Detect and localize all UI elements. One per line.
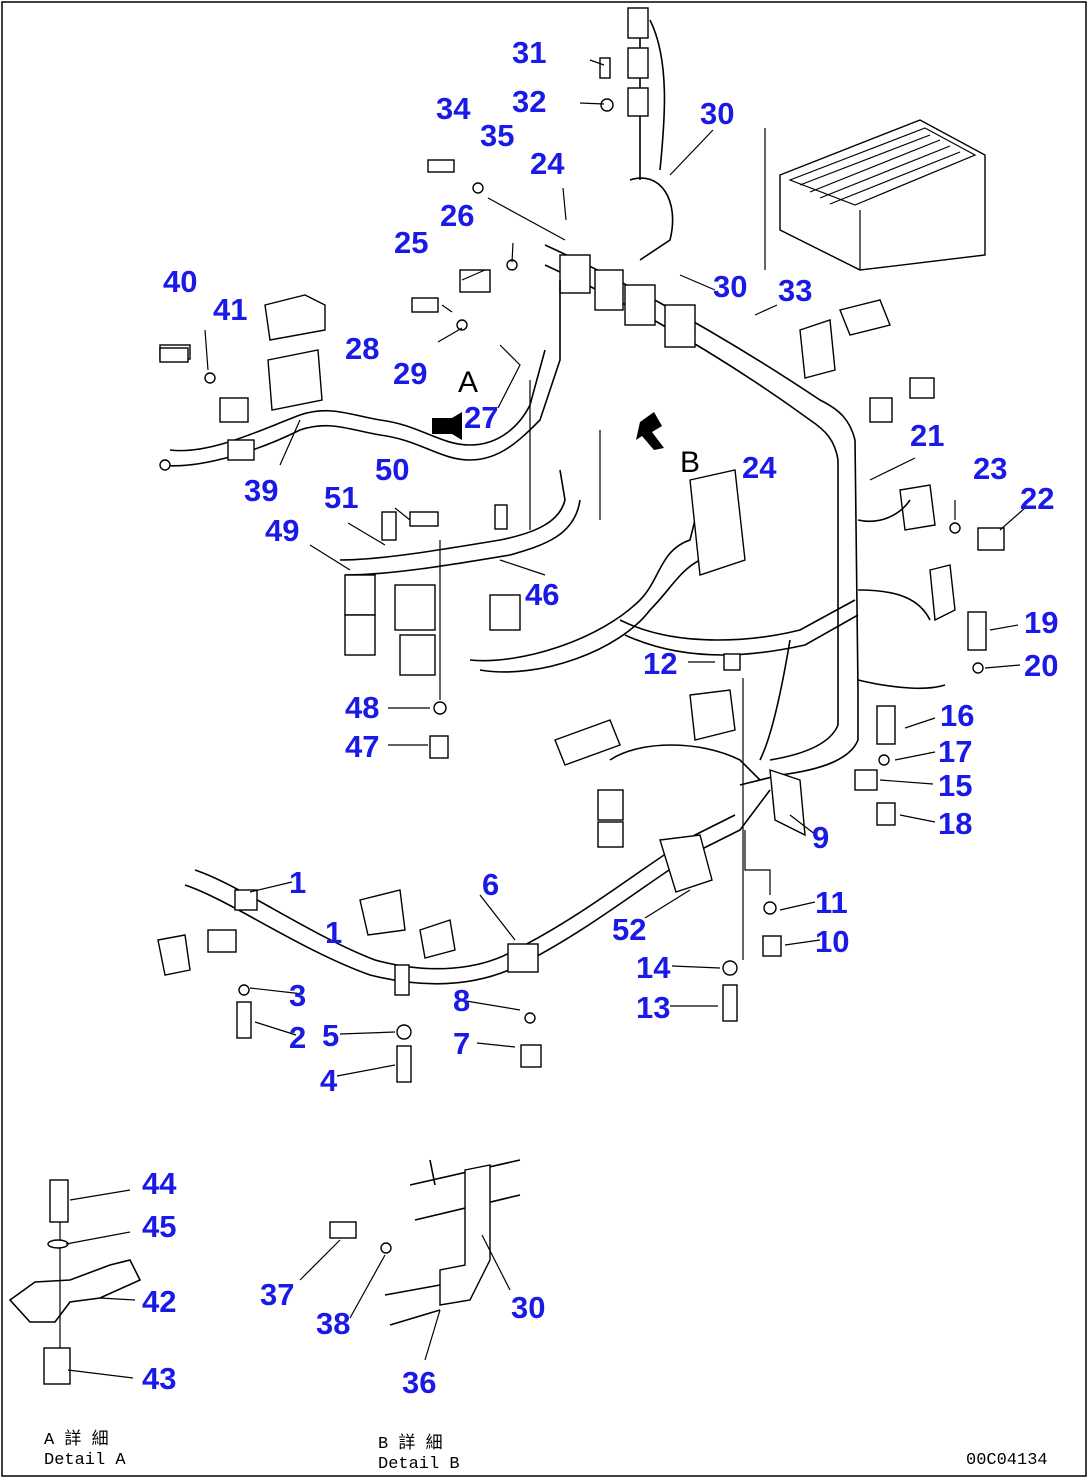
callout-48: 48 bbox=[345, 690, 379, 725]
callout-30-mid: 30 bbox=[713, 269, 747, 304]
callout-39: 39 bbox=[244, 473, 278, 508]
callout-46: 46 bbox=[525, 577, 559, 612]
fasteners bbox=[159, 57, 1005, 1083]
callout-41: 41 bbox=[213, 292, 247, 327]
arrow-a-icon bbox=[432, 412, 462, 440]
callout-1-lower: 1 bbox=[325, 915, 342, 950]
callout-9: 9 bbox=[812, 820, 829, 855]
callout-22: 22 bbox=[1020, 481, 1054, 516]
callout-30-top: 30 bbox=[700, 96, 734, 131]
callout-5: 5 bbox=[322, 1018, 339, 1053]
callout-18: 18 bbox=[938, 806, 972, 841]
captions: A 詳 細 Detail A B 詳 細 Detail B 00C04134 bbox=[44, 1429, 1048, 1474]
callout-49: 49 bbox=[265, 513, 299, 548]
callout-14: 14 bbox=[636, 950, 671, 985]
callout-24-top: 24 bbox=[530, 146, 565, 181]
callout-2: 2 bbox=[289, 1020, 306, 1055]
callout-37: 37 bbox=[260, 1277, 294, 1312]
callout-31: 31 bbox=[512, 35, 546, 70]
callout-3: 3 bbox=[289, 978, 306, 1013]
detail-a bbox=[8, 1179, 142, 1385]
callout-29: 29 bbox=[393, 356, 427, 391]
callout-30-detail: 30 bbox=[511, 1290, 545, 1325]
detail-a-en: Detail A bbox=[44, 1451, 126, 1470]
callout-26: 26 bbox=[440, 198, 474, 233]
callout-43: 43 bbox=[142, 1361, 176, 1396]
callout-25: 25 bbox=[394, 225, 428, 260]
callout-52: 52 bbox=[612, 912, 646, 947]
callout-34: 34 bbox=[436, 91, 471, 126]
callout-27: 27 bbox=[464, 400, 498, 435]
callout-10: 10 bbox=[815, 924, 849, 959]
callout-51: 51 bbox=[324, 480, 358, 515]
callout-11: 11 bbox=[815, 885, 848, 920]
callout-35: 35 bbox=[480, 118, 514, 153]
leader-lines bbox=[204, 59, 1026, 1077]
detail-a-jp: A 詳 細 bbox=[44, 1429, 109, 1450]
callout-40: 40 bbox=[163, 264, 197, 299]
callout-numbers: 31 32 34 35 30 24 26 25 30 33 40 41 28 2… bbox=[142, 35, 1058, 1400]
callout-15: 15 bbox=[938, 768, 972, 803]
callout-47: 47 bbox=[345, 729, 379, 764]
view-letter-b: B bbox=[680, 446, 700, 479]
callout-1-upper: 1 bbox=[289, 865, 306, 900]
callout-21: 21 bbox=[910, 418, 944, 453]
detail-b bbox=[299, 1159, 521, 1361]
callout-6: 6 bbox=[482, 867, 499, 902]
callout-38: 38 bbox=[316, 1306, 350, 1341]
callout-28: 28 bbox=[345, 331, 379, 366]
callout-13: 13 bbox=[636, 990, 670, 1025]
callout-20: 20 bbox=[1024, 648, 1058, 683]
callout-36: 36 bbox=[402, 1365, 436, 1400]
harness-lines bbox=[157, 7, 1026, 1083]
callout-23: 23 bbox=[973, 451, 1007, 486]
detail-b-jp: B 詳 細 bbox=[378, 1433, 443, 1454]
callout-42: 42 bbox=[142, 1284, 176, 1319]
callout-17: 17 bbox=[938, 734, 972, 769]
callout-19: 19 bbox=[1024, 605, 1058, 640]
callout-44: 44 bbox=[142, 1166, 177, 1201]
callout-4: 4 bbox=[320, 1063, 338, 1098]
callout-16: 16 bbox=[940, 698, 974, 733]
callout-8: 8 bbox=[453, 983, 470, 1018]
view-letter-a: A bbox=[458, 366, 478, 399]
callout-7: 7 bbox=[453, 1026, 470, 1061]
callout-32: 32 bbox=[512, 84, 546, 119]
view-arrows: A B bbox=[432, 366, 700, 479]
callout-24-right: 24 bbox=[742, 450, 777, 485]
callout-33: 33 bbox=[778, 273, 812, 308]
drawing-code: 00C04134 bbox=[966, 1451, 1048, 1470]
callout-12: 12 bbox=[643, 646, 677, 681]
callout-50: 50 bbox=[375, 452, 409, 487]
callout-45: 45 bbox=[142, 1209, 176, 1244]
arrow-b-icon bbox=[636, 412, 664, 450]
detail-b-en: Detail B bbox=[378, 1455, 460, 1474]
